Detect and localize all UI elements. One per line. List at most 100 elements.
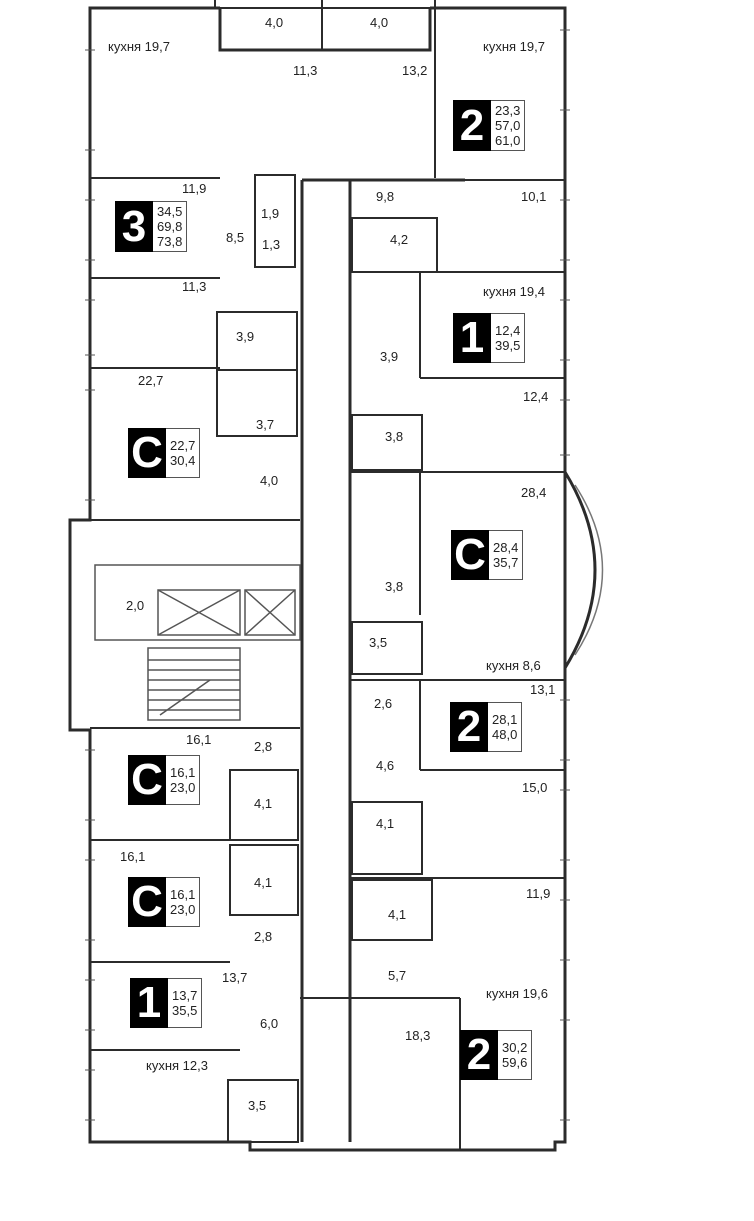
room-label: 9,8 — [376, 189, 395, 204]
apartment-type: 1 — [130, 978, 168, 1028]
room-label: 3,9 — [380, 349, 399, 364]
room-label: 11,3 — [293, 63, 318, 78]
apartment-badge: 2 28,1 48,0 — [450, 702, 523, 752]
room-label: 4,1 — [376, 816, 395, 831]
room-label: кухня 19,7 — [108, 39, 170, 54]
area-value: 69,8 — [157, 219, 183, 234]
apartment-badge: С 28,4 35,7 — [451, 530, 524, 580]
area-value: 28,4 — [493, 540, 519, 555]
room-label: 4,0 — [265, 15, 284, 30]
room-label: 6,0 — [260, 1016, 279, 1031]
area-value: 23,3 — [495, 103, 521, 118]
room-label: 4,6 — [376, 758, 395, 773]
apartment-type: 3 — [115, 201, 153, 252]
room-label: кухня 12,3 — [146, 1058, 208, 1073]
room-label: 1,9 — [261, 206, 280, 221]
room-label: кухня 19,6 — [486, 986, 548, 1001]
area-value: 12,4 — [495, 323, 521, 338]
apartment-areas: 34,5 69,8 73,8 — [153, 201, 188, 252]
room-label: 3,8 — [385, 429, 404, 444]
room-label: 2,8 — [254, 929, 273, 944]
room-label: 28,4 — [521, 485, 547, 500]
room-label: 3,9 — [236, 329, 255, 344]
room-label: кухня 8,6 — [486, 658, 541, 673]
room-label: 11,9 — [182, 181, 207, 196]
area-value: 22,7 — [170, 438, 196, 453]
area-value: 23,0 — [170, 902, 196, 917]
area-value: 13,7 — [172, 988, 198, 1003]
room-label: 1,3 — [262, 237, 281, 252]
area-value: 30,2 — [502, 1040, 528, 1055]
apartment-areas: 28,4 35,7 — [489, 530, 524, 580]
area-value: 57,0 — [495, 118, 521, 133]
room-label: 4,0 — [370, 15, 389, 30]
room-label: 13,2 — [402, 63, 428, 78]
area-value: 16,1 — [170, 887, 196, 902]
exterior-walls — [68, 0, 567, 1152]
apartment-areas: 23,3 57,0 61,0 — [491, 100, 526, 151]
apartment-badge: 2 23,3 57,0 61,0 — [453, 100, 526, 151]
apartment-badge: С 22,7 30,4 — [128, 428, 201, 478]
apartment-type: 2 — [460, 1030, 498, 1080]
apartment-type: С — [451, 530, 489, 580]
room-label: 2,8 — [254, 739, 273, 754]
room-label: 13,1 — [530, 682, 556, 697]
room-label: 11,3 — [182, 279, 207, 294]
apartment-areas: 16,1 23,0 — [166, 877, 201, 927]
area-value: 35,5 — [172, 1003, 198, 1018]
apartment-areas: 13,7 35,5 — [168, 978, 203, 1028]
room-label: 4,1 — [254, 875, 273, 890]
apartment-badge: С 16,1 23,0 — [128, 877, 201, 927]
room-label: 11,9 — [526, 886, 551, 901]
apartment-type: С — [128, 755, 166, 805]
apartment-badge: С 16,1 23,0 — [128, 755, 201, 805]
interior-walls — [90, 8, 565, 1150]
room-label: 22,7 — [138, 373, 164, 388]
area-value: 23,0 — [170, 780, 196, 795]
area-value: 16,1 — [170, 765, 196, 780]
apartment-badge: 3 34,5 69,8 73,8 — [115, 201, 188, 252]
area-value: 28,1 — [492, 712, 518, 727]
area-value: 34,5 — [157, 204, 183, 219]
apartment-type: 1 — [453, 313, 491, 363]
room-label: 4,0 — [260, 473, 279, 488]
stairwell-elevators — [94, 564, 301, 721]
curved-balcony — [563, 471, 597, 669]
area-value: 73,8 — [157, 234, 183, 249]
room-label: 2,0 — [126, 598, 145, 613]
room-label: 3,8 — [385, 579, 404, 594]
apartment-badge: 1 12,4 39,5 — [453, 313, 526, 363]
room-label: 10,1 — [521, 189, 547, 204]
area-value: 35,7 — [493, 555, 519, 570]
room-label: кухня 19,7 — [483, 39, 545, 54]
room-label: кухня 19,4 — [483, 284, 545, 299]
apartment-badge: 1 13,7 35,5 — [130, 978, 203, 1028]
room-label: 4,1 — [254, 796, 273, 811]
room-label: 13,7 — [222, 970, 248, 985]
apartment-type: С — [128, 428, 166, 478]
area-value: 48,0 — [492, 727, 518, 742]
room-label: 16,1 — [186, 732, 212, 747]
area-value: 61,0 — [495, 133, 521, 148]
room-label: 5,7 — [388, 968, 407, 983]
room-label: 4,1 — [388, 907, 407, 922]
room-label: 16,1 — [120, 849, 146, 864]
room-label: 2,6 — [374, 696, 393, 711]
apartment-type: 2 — [453, 100, 491, 151]
apartment-type: С — [128, 877, 166, 927]
room-label: 3,5 — [248, 1098, 267, 1113]
room-label: 4,2 — [390, 232, 409, 247]
apartment-badge: 2 30,2 59,6 — [460, 1030, 533, 1080]
room-label: 3,7 — [256, 417, 275, 432]
room-label: 8,5 — [226, 230, 245, 245]
room-label: 18,3 — [405, 1028, 431, 1043]
apartment-type: 2 — [450, 702, 488, 752]
area-value: 39,5 — [495, 338, 521, 353]
area-value: 30,4 — [170, 453, 196, 468]
apartment-areas: 12,4 39,5 — [491, 313, 526, 363]
room-label: 3,5 — [369, 635, 388, 650]
apartment-areas: 30,2 59,6 — [498, 1030, 533, 1080]
room-label: 12,4 — [523, 389, 549, 404]
room-label: 15,0 — [522, 780, 548, 795]
